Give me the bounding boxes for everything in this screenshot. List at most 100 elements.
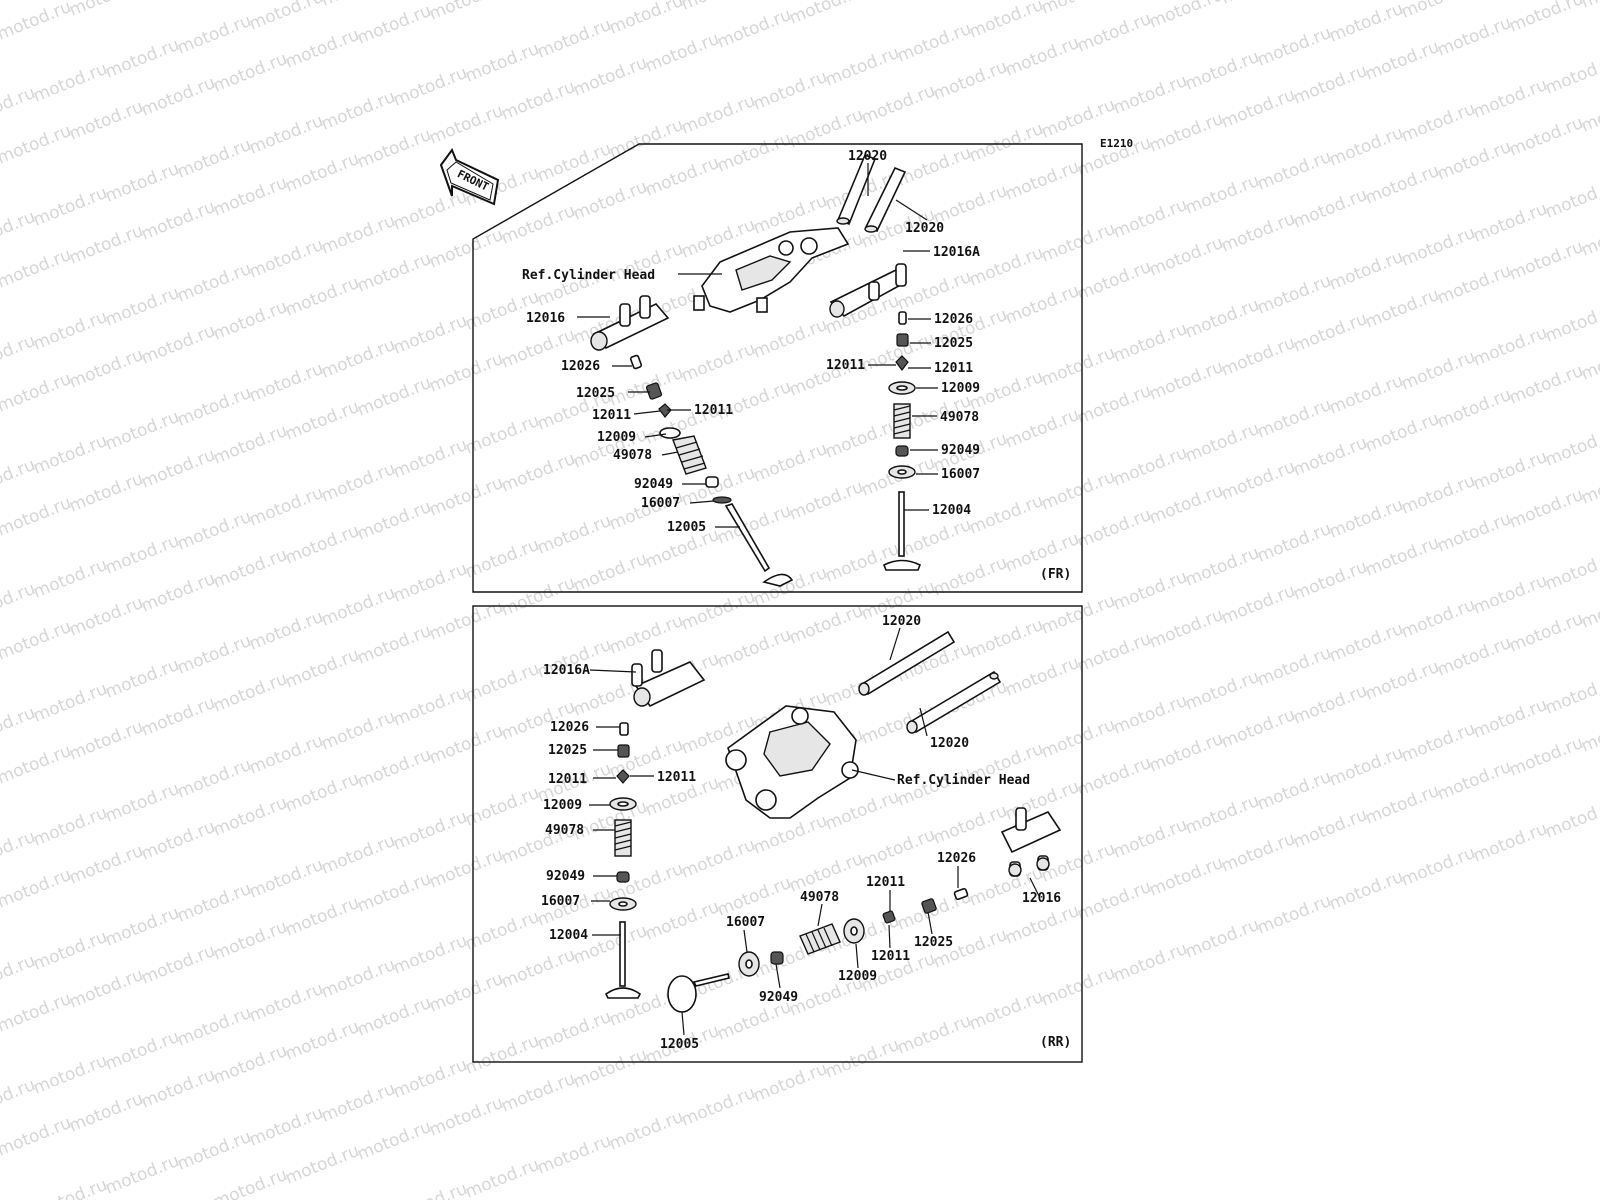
watermark-text: motod.ru bbox=[1110, 443, 1190, 491]
watermark-text: motod.ru bbox=[210, 669, 290, 717]
fr-label-rocker-left: 12016 bbox=[526, 311, 565, 326]
watermark-text: motod.ru bbox=[1398, 347, 1478, 395]
watermark-text: motod.ru bbox=[138, 693, 218, 741]
watermark-text: motod.ru bbox=[930, 801, 1010, 849]
watermark-text: motod.ru bbox=[1254, 271, 1334, 319]
watermark-text: motod.ru bbox=[174, 11, 254, 59]
watermark-text: motod.ru bbox=[858, 825, 938, 873]
watermark-text: motod.ru bbox=[354, 125, 434, 173]
rr-cylinder-head bbox=[725, 705, 859, 819]
watermark-text: motod.ru bbox=[1434, 757, 1514, 805]
watermark-text: motod.ru bbox=[282, 893, 362, 941]
watermark-text: motod.ru bbox=[1398, 595, 1478, 643]
watermark-text: motod.ru bbox=[66, 345, 146, 393]
rr-label-seal-horizontal: 92049 bbox=[759, 990, 798, 1005]
watermark-text: motod.ru bbox=[390, 807, 470, 855]
watermark-text: motod.ru bbox=[66, 841, 146, 889]
watermark-text: motod.ru bbox=[1290, 433, 1370, 481]
watermark-text: motod.ru bbox=[678, 0, 758, 15]
watermark-text: motod.ru bbox=[1326, 123, 1406, 171]
watermark-text: motod.ru bbox=[0, 369, 74, 417]
watermark-text: motod.ru bbox=[102, 903, 182, 951]
front-panel-tag: (FR) bbox=[1040, 567, 1071, 582]
watermark-text: motod.ru bbox=[1542, 51, 1600, 99]
watermark-text: motod.ru bbox=[1218, 581, 1298, 629]
watermark-text: motod.ru bbox=[822, 787, 902, 835]
front-parts bbox=[590, 153, 922, 587]
watermark-text: motod.ru bbox=[534, 15, 614, 63]
watermark-text: motod.ru bbox=[138, 1065, 218, 1113]
watermark-text: motod.ru bbox=[426, 101, 506, 149]
watermark-text: motod.ru bbox=[570, 549, 650, 597]
watermark-text: motod.ru bbox=[642, 29, 722, 77]
watermark-text: motod.ru bbox=[1290, 681, 1370, 729]
watermark-text: motod.ru bbox=[318, 1079, 398, 1127]
watermark-text: motod.ru bbox=[318, 831, 398, 879]
watermark-text: motod.ru bbox=[174, 1003, 254, 1051]
watermark-text: motod.ru bbox=[462, 1155, 542, 1200]
watermark-text: motod.ru bbox=[1038, 467, 1118, 515]
watermark-text: motod.ru bbox=[354, 249, 434, 297]
watermark-text: motod.ru bbox=[390, 1055, 470, 1103]
watermark-text: motod.ru bbox=[1326, 0, 1406, 47]
watermark-text: motod.ru bbox=[138, 569, 218, 617]
watermark-text: motod.ru bbox=[1506, 0, 1586, 37]
watermark-text: motod.ru bbox=[1182, 543, 1262, 591]
fr-spring-left bbox=[672, 435, 707, 475]
fr-spring-right bbox=[893, 403, 911, 439]
watermark-text: motod.ru bbox=[966, 615, 1046, 663]
watermark-text: motod.ru bbox=[462, 411, 542, 459]
watermark-text: motod.ru bbox=[1002, 901, 1082, 949]
watermark-text: motod.ru bbox=[0, 245, 74, 293]
fr-label-retainer-left: 12025 bbox=[576, 386, 615, 401]
fr-rocker-arm-right bbox=[829, 263, 908, 318]
watermark-text: motod.ru bbox=[570, 177, 650, 225]
watermark-text: motod.ru bbox=[750, 439, 830, 487]
watermark-text: motod.ru bbox=[1326, 495, 1406, 543]
watermark-text: motod.ru bbox=[102, 159, 182, 207]
watermark-text: motod.ru bbox=[30, 307, 110, 355]
watermark-text: motod.ru bbox=[1470, 75, 1550, 123]
watermark-text: motod.ru bbox=[354, 373, 434, 421]
watermark-text: motod.ru bbox=[354, 869, 434, 917]
watermark-text: motod.ru bbox=[318, 211, 398, 259]
fr-label-keeper-left-b: 12011 bbox=[694, 403, 733, 418]
watermark-text: motod.ru bbox=[1146, 357, 1226, 405]
rr-label-seat-horizontal: 12009 bbox=[838, 969, 877, 984]
watermark-text: motod.ru bbox=[786, 0, 866, 29]
watermark-text: motod.ru bbox=[1254, 519, 1334, 567]
watermark-text: motod.ru bbox=[138, 197, 218, 245]
watermark-text: motod.ru bbox=[714, 625, 794, 673]
watermark-text: motod.ru bbox=[426, 1093, 506, 1141]
fr-label-washer-left: 16007 bbox=[641, 496, 680, 511]
watermark-text: motod.ru bbox=[1506, 237, 1586, 285]
watermark-text: motod.ru bbox=[498, 573, 578, 621]
watermark-text: motod.ru bbox=[390, 187, 470, 235]
watermark-text: motod.ru bbox=[606, 611, 686, 659]
watermark-text: motod.ru bbox=[498, 0, 578, 1]
watermark-text: motod.ru bbox=[138, 445, 218, 493]
watermark-text: motod.ru bbox=[570, 53, 650, 101]
callout-labels: 12020 12020 Ref.Cylinder Head 12016A 120… bbox=[522, 149, 1061, 1052]
watermark-text: motod.ru bbox=[1326, 867, 1406, 915]
watermark-text: motod.ru bbox=[678, 835, 758, 883]
fr-label-seal-right: 92049 bbox=[941, 443, 980, 458]
watermark-text: motod.ru bbox=[606, 1107, 686, 1155]
fr-label-keeper-right-a: 12011 bbox=[826, 358, 865, 373]
rr-label-seal-left: 92049 bbox=[546, 869, 585, 884]
watermark-text: motod.ru bbox=[102, 531, 182, 579]
rr-label-keeper-left-a: 12011 bbox=[548, 772, 587, 787]
watermark-text: motod.ru bbox=[0, 865, 74, 913]
rear-parts bbox=[604, 630, 1062, 1013]
rr-label-keeper-left-b: 12011 bbox=[657, 770, 696, 785]
rr-spring-horizontal bbox=[799, 923, 841, 955]
watermark-text: motod.ru bbox=[462, 1031, 542, 1079]
watermark-text: motod.ru bbox=[174, 1127, 254, 1175]
watermark-text: motod.ru bbox=[354, 621, 434, 669]
fr-label-spring-left: 49078 bbox=[613, 448, 652, 463]
rr-valve-stack-horizontal bbox=[667, 887, 969, 1013]
fr-label-seal-left: 92049 bbox=[634, 477, 673, 492]
fr-cylinder-head bbox=[693, 227, 850, 313]
watermark-text: motod.ru bbox=[1002, 281, 1082, 329]
